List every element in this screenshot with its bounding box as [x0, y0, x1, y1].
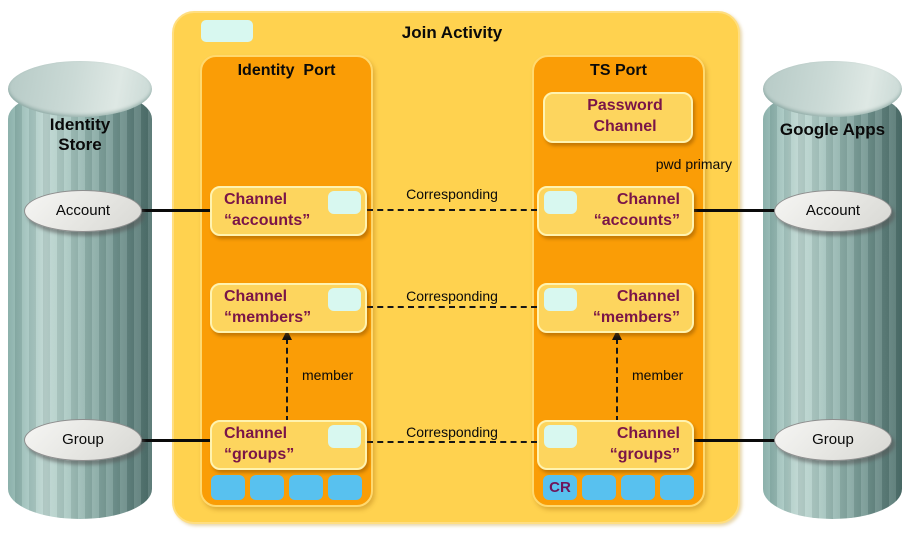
channel-quoted-name: “members” [592, 308, 680, 326]
channel-quoted-name: “accounts” [224, 211, 311, 229]
channel-quoted-name: “accounts” [593, 211, 680, 229]
corresponding-label-accounts: Corresponding [406, 186, 498, 202]
connector-right-group [692, 439, 784, 442]
left-account-entity: Account [24, 190, 142, 232]
ts-channel-groups: Channel “groups” [537, 420, 694, 470]
member-arrowhead-left [282, 330, 292, 340]
ts-channel-accounts: Channel “accounts” [537, 186, 694, 236]
member-label-left: member [302, 367, 354, 383]
identity-channel-members: Channel “members” [210, 283, 367, 333]
right-group-entity: Group [774, 419, 892, 461]
channel-chip-icon [328, 425, 361, 448]
identity-channel-groups: Channel “groups” [210, 420, 367, 470]
connector-chip-icon [211, 475, 245, 500]
channel-name: Channel [224, 288, 288, 305]
left-group-entity: Group [24, 419, 142, 461]
member-arrow-line-right [616, 338, 618, 422]
password-channel-box: Password Channel [543, 92, 693, 143]
channel-chip-icon [544, 288, 577, 311]
connector-left-account [118, 209, 214, 212]
ts-channel-members: Channel “members” [537, 283, 694, 333]
connector-chip-icon [660, 475, 694, 500]
cr-chip: CR [543, 475, 577, 500]
corresponding-line-accounts [367, 209, 537, 211]
connector-right-account [692, 209, 784, 212]
right-account-entity: Account [774, 190, 892, 232]
corresponding-label-members: Corresponding [406, 288, 498, 304]
connector-chip-icon [328, 475, 362, 500]
member-arrow-line-left [286, 338, 288, 422]
identity-store-cylinder-top [8, 61, 152, 117]
google-apps-label: Google Apps [779, 120, 886, 139]
channel-quoted-name: “groups” [224, 445, 295, 463]
member-arrowhead-right [612, 330, 622, 340]
channel-chip-icon [544, 191, 577, 214]
connector-left-group [118, 439, 214, 442]
connector-chip-icon [289, 475, 323, 500]
connector-chip-icon [621, 475, 655, 500]
connector-chip-icon [582, 475, 616, 500]
activity-chip-icon [201, 20, 253, 42]
channel-chip-icon [328, 288, 361, 311]
corresponding-line-members [367, 306, 537, 308]
channel-name: Channel [616, 288, 680, 305]
identity-store-label: Identity Store [49, 115, 111, 155]
pwd-primary-label: pwd primary [655, 156, 732, 172]
corresponding-label-groups: Corresponding [406, 424, 498, 440]
channel-name: Channel [616, 425, 680, 442]
channel-name: Channel [616, 191, 680, 208]
diagram-title: Join Activity [401, 23, 503, 42]
corresponding-line-groups [367, 441, 537, 443]
member-label-right: member [632, 367, 684, 383]
identity-port-title: Identity Port [237, 62, 336, 79]
channel-quoted-name: “members” [224, 308, 312, 326]
connector-chip-icon [250, 475, 284, 500]
channel-quoted-name: “groups” [609, 445, 680, 463]
channel-chip-icon [544, 425, 577, 448]
ts-port-title: TS Port [590, 62, 647, 79]
channel-chip-icon [328, 191, 361, 214]
channel-name: Channel [224, 425, 288, 442]
google-apps-cylinder-top [763, 61, 902, 117]
identity-channel-accounts: Channel “accounts” [210, 186, 367, 236]
channel-name: Channel [224, 191, 288, 208]
